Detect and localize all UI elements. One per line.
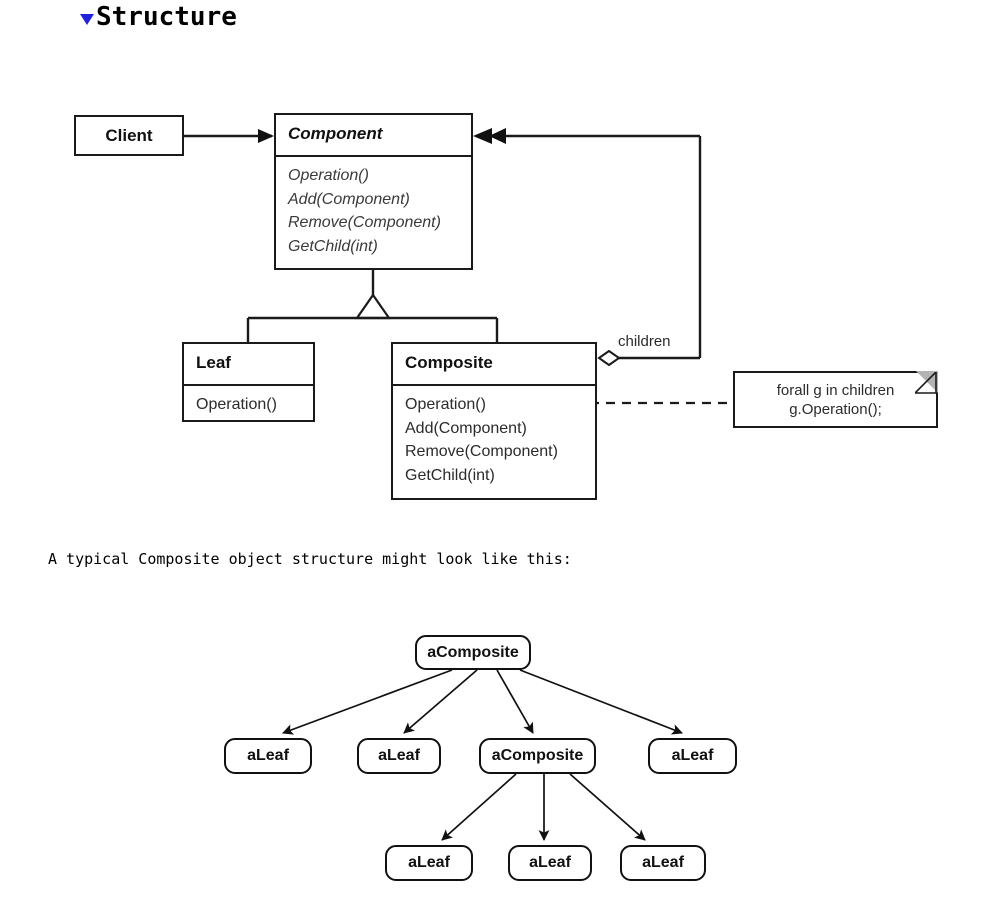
triangle-down-icon[interactable] <box>80 13 94 25</box>
operation-item: Add(Component) <box>405 419 527 437</box>
note-line-1: forall g in children <box>776 382 895 399</box>
class-box-client[interactable]: Client <box>74 115 184 156</box>
operation-item: GetChild(int) <box>405 466 495 484</box>
association-label-children: children <box>618 333 671 350</box>
class-title-client: Client <box>105 126 153 145</box>
operation-item: GetChild(int) <box>288 237 378 255</box>
note-fold-edge-icon <box>915 372 937 394</box>
operation-item: Operation() <box>288 167 369 184</box>
object-node-leaf-3[interactable]: aLeaf <box>648 738 737 774</box>
class-title-composite: Composite <box>405 353 493 372</box>
note-text: forall g in children g.Operation(); <box>735 373 936 419</box>
object-node-leaf-5[interactable]: aLeaf <box>508 845 592 881</box>
operations-list-component: Operation() Add(Component) Remove(Compon… <box>276 157 471 264</box>
compartment-divider <box>276 155 471 157</box>
operations-list-composite: Operation() Add(Component) Remove(Compon… <box>393 386 595 493</box>
object-node-child-composite[interactable]: aComposite <box>479 738 596 774</box>
note-line-2: g.Operation(); <box>789 401 882 418</box>
compartment-divider <box>184 384 313 386</box>
operation-item: Operation() <box>405 396 486 413</box>
object-node-leaf-1[interactable]: aLeaf <box>224 738 312 774</box>
class-box-composite[interactable]: Composite Operation() Add(Component) Rem… <box>391 342 597 500</box>
operation-item: Add(Component) <box>288 190 410 208</box>
body-paragraph: A typical Composite object structure mig… <box>48 550 572 568</box>
operation-item: Remove(Component) <box>405 443 558 460</box>
compartment-divider <box>393 384 595 386</box>
section-header[interactable]: Structure <box>80 2 237 32</box>
page-title: Structure <box>96 2 237 32</box>
operations-list-leaf: Operation() <box>184 386 313 423</box>
class-title-leaf: Leaf <box>196 353 231 372</box>
object-node-leaf-6[interactable]: aLeaf <box>620 845 706 881</box>
operation-item: Remove(Component) <box>288 214 441 231</box>
class-title-component: Component <box>288 124 383 143</box>
object-node-leaf-4[interactable]: aLeaf <box>385 845 473 881</box>
object-node-root-composite[interactable]: aComposite <box>415 635 531 670</box>
note-box[interactable]: forall g in children g.Operation(); <box>733 371 938 428</box>
object-node-leaf-2[interactable]: aLeaf <box>357 738 441 774</box>
class-box-leaf[interactable]: Leaf Operation() <box>182 342 315 422</box>
operation-item: Operation() <box>196 396 277 413</box>
class-box-component[interactable]: Component Operation() Add(Component) Rem… <box>274 113 473 270</box>
